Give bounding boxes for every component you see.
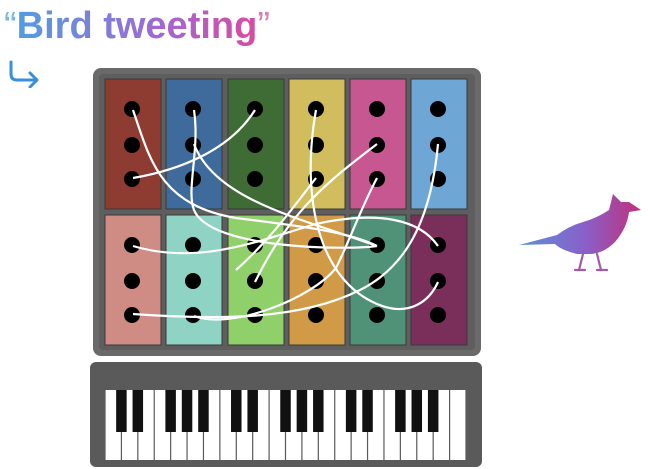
jack (124, 171, 140, 187)
black-key (313, 390, 324, 432)
title-text: Bird tweeting (17, 5, 258, 47)
white-key (450, 390, 466, 460)
black-key (362, 390, 373, 432)
jack (430, 273, 446, 289)
patch-cable-2 (132, 109, 256, 180)
title-close-quote: ” (257, 5, 270, 47)
jack (124, 307, 140, 323)
bird-icon (519, 194, 641, 272)
keyboard-keys (105, 390, 466, 460)
patch-cable-3 (190, 109, 378, 249)
jack (185, 101, 201, 117)
jack (247, 101, 263, 117)
patch-cable-6 (235, 177, 317, 271)
jack (369, 101, 385, 117)
black-key (247, 390, 258, 432)
title-open-quote: “ (4, 5, 17, 47)
black-key (411, 390, 423, 432)
module-grid (104, 78, 468, 346)
jack (308, 237, 324, 253)
return-arrow-icon[interactable] (6, 58, 44, 88)
jack (430, 307, 446, 323)
black-key (116, 390, 127, 432)
black-key (345, 390, 357, 432)
jack (124, 273, 140, 289)
jack (308, 273, 324, 289)
jack (124, 101, 140, 117)
black-key (231, 390, 242, 432)
jack (185, 137, 201, 153)
jack (308, 307, 324, 323)
patch-cable-8 (132, 143, 440, 319)
jack (185, 307, 201, 323)
jack (247, 137, 263, 153)
jack (247, 171, 263, 187)
jack (185, 273, 201, 289)
patch-cable-9 (309, 109, 440, 310)
jack (124, 137, 140, 153)
black-key (165, 390, 176, 432)
patch-cable-10 (192, 143, 378, 248)
jack (308, 101, 324, 117)
patch-cable-5 (193, 177, 378, 321)
black-key (280, 390, 291, 432)
black-key (427, 390, 439, 432)
black-key (296, 390, 308, 432)
page-title: “Bird tweeting” (4, 0, 314, 50)
black-key (395, 390, 406, 432)
black-key (132, 390, 144, 432)
jack (185, 237, 201, 253)
black-key (181, 390, 193, 432)
black-key (198, 390, 209, 432)
title-graphic: “Bird tweeting” (4, 5, 270, 47)
jack (430, 101, 446, 117)
jack (124, 237, 140, 253)
svg-text:“Bird tweeting”: “Bird tweeting” (4, 5, 270, 47)
jack (369, 307, 385, 323)
patch-cables (131, 109, 440, 321)
